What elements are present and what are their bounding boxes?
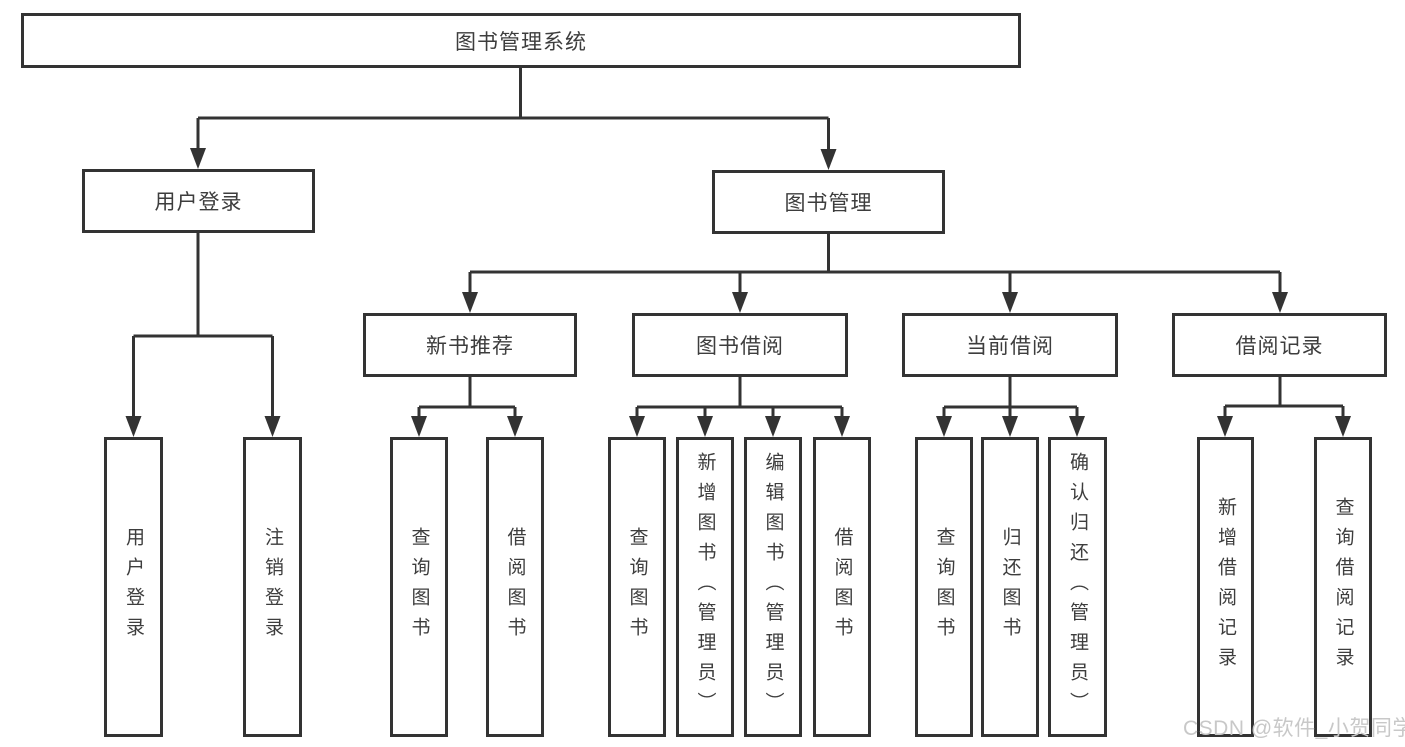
leaf-recommend-query-books: 查询图书 <box>390 437 448 737</box>
leaf-return-books: 归还图书 <box>981 437 1039 737</box>
leaf-user-login: 用户登录 <box>104 437 163 737</box>
node-library-system: 图书管理系统 <box>21 13 1021 68</box>
leaf-borrow-books: 借阅图书 <box>813 437 871 737</box>
node-new-book-recommend: 新书推荐 <box>363 313 577 377</box>
node-book-management: 图书管理 <box>712 170 945 234</box>
leaf-edit-book-admin: 编辑图书（管理员） <box>744 437 802 737</box>
csdn-watermark: CSDN @软件_小贺同学 <box>1183 717 1405 740</box>
node-user-login: 用户登录 <box>82 169 315 233</box>
leaf-logout: 注销登录 <box>243 437 302 737</box>
leaf-add-borrow-record: 新增借阅记录 <box>1197 437 1254 737</box>
leaf-current-query-books: 查询图书 <box>915 437 973 737</box>
leaf-recommend-borrow-books: 借阅图书 <box>486 437 544 737</box>
node-borrow-records: 借阅记录 <box>1172 313 1387 377</box>
node-current-borrow: 当前借阅 <box>902 313 1118 377</box>
node-book-borrow: 图书借阅 <box>632 313 848 377</box>
leaf-query-borrow-record: 查询借阅记录 <box>1314 437 1372 737</box>
leaf-add-book-admin: 新增图书（管理员） <box>676 437 734 737</box>
leaf-borrow-query-books: 查询图书 <box>608 437 666 737</box>
leaf-confirm-return-admin: 确认归还（管理员） <box>1048 437 1107 737</box>
